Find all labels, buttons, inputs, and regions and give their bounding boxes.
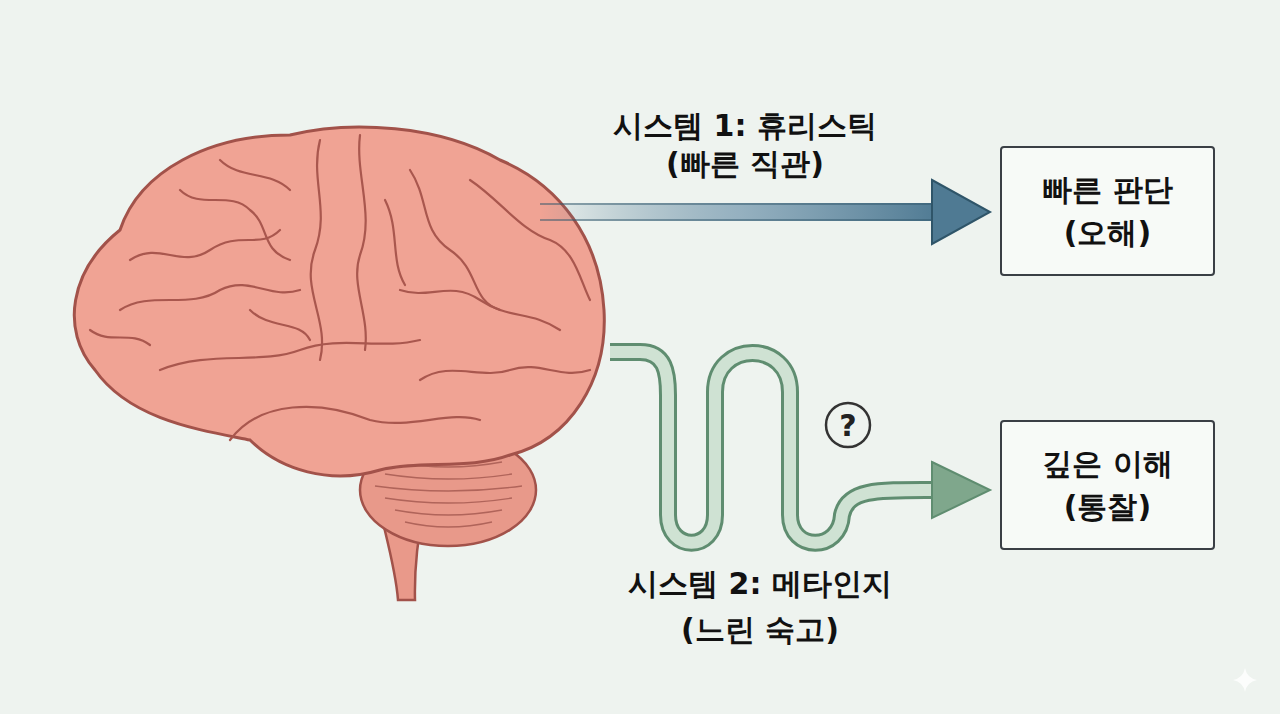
brain-gyri: [90, 135, 590, 440]
fast-arrow: [540, 180, 990, 244]
cerebellum-fold: [405, 522, 492, 527]
cerebellum-fold: [385, 498, 512, 503]
box-text: 깊은 이해 (통찰): [1025, 442, 1190, 529]
question-circle: [826, 403, 870, 447]
question-mark: ?: [839, 408, 856, 444]
result-box: 빠른 판단 (오해): [1000, 146, 1215, 276]
cerebellum-fold: [395, 510, 502, 515]
cerebrum: [74, 127, 604, 476]
system-title: 시스템 2: 메타인지: [628, 566, 892, 602]
cerebellum-fold: [385, 474, 512, 479]
system-title: 시스템 1: 휴리스틱: [613, 108, 877, 144]
system-subtitle: (느린 숙고): [681, 612, 839, 648]
cerebellum-fold: [375, 486, 522, 491]
system-subtitle: (빠른 직관): [666, 146, 824, 182]
box-text: 빠른 판단 (오해): [1025, 168, 1190, 255]
slow-winding-arrow: [610, 352, 990, 543]
result-box: 깊은 이해 (통찰): [1000, 420, 1215, 550]
sparkle-mark: [1233, 668, 1257, 692]
